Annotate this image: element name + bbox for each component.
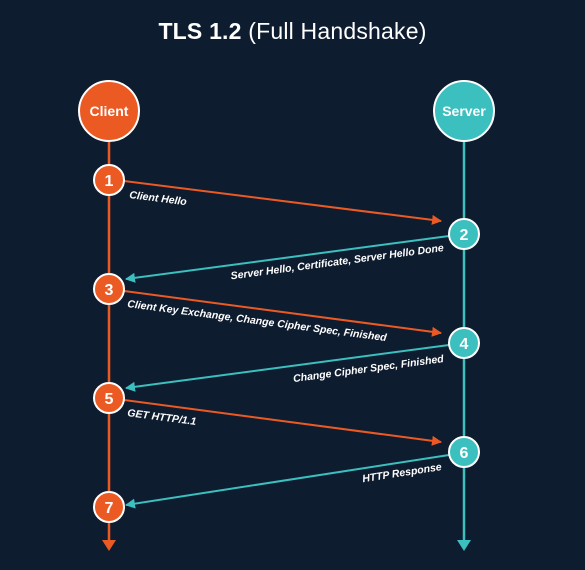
client-label: Client xyxy=(90,103,129,119)
message-arrow-3 xyxy=(123,290,442,337)
svg-text:5: 5 xyxy=(105,391,114,408)
svg-text:3: 3 xyxy=(105,282,114,299)
client-actor: Client xyxy=(78,80,140,142)
server-label: Server xyxy=(442,103,486,119)
message-label-1: Client Hello xyxy=(129,189,188,208)
message-arrow-2 xyxy=(125,235,450,283)
step-5: 5 xyxy=(93,382,125,414)
message-label-2: Server Hello, Certificate, Server Hello … xyxy=(230,242,445,282)
step-1: 1 xyxy=(93,164,125,196)
server-actor: Server xyxy=(433,80,495,142)
svg-text:4: 4 xyxy=(460,336,469,353)
message-label-4: Change Cipher Spec, Finished xyxy=(292,353,445,385)
svg-text:7: 7 xyxy=(105,500,114,517)
server-lifeline-arrowhead xyxy=(457,540,471,551)
step-7: 7 xyxy=(93,491,125,523)
message-arrow-4 xyxy=(125,344,450,392)
step-6: 6 xyxy=(448,436,480,468)
svg-text:6: 6 xyxy=(460,445,469,462)
step-2: 2 xyxy=(448,218,480,250)
message-label-6: HTTP Response xyxy=(361,461,442,485)
svg-text:2: 2 xyxy=(460,227,469,244)
message-label-5: GET HTTP/1.1 xyxy=(127,407,198,428)
message-arrow-5 xyxy=(123,399,442,446)
client-lifeline-arrowhead xyxy=(102,540,116,551)
step-3: 3 xyxy=(93,273,125,305)
message-arrow-6 xyxy=(125,454,450,509)
step-4: 4 xyxy=(448,327,480,359)
title-bold: TLS 1.2 xyxy=(158,18,242,44)
message-arrow-1 xyxy=(123,180,442,225)
svg-text:1: 1 xyxy=(105,173,114,190)
title-subtitle: (Full Handshake) xyxy=(248,18,427,44)
diagram-title: TLS 1.2 (Full Handshake) xyxy=(0,18,585,45)
